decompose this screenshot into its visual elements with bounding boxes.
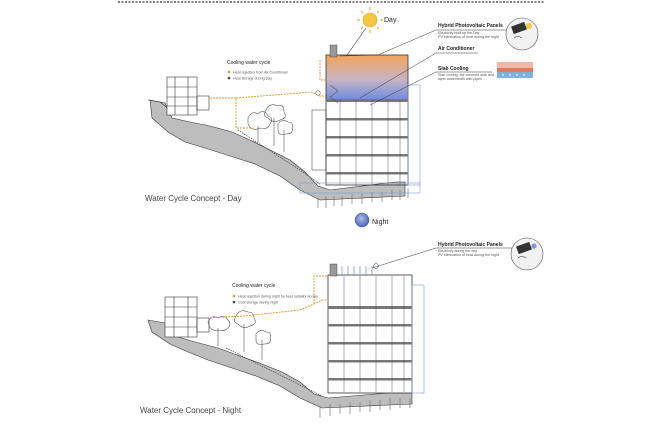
night-legend-dot-1 xyxy=(232,294,236,298)
day-callout-slab-title: Slab Cooling xyxy=(438,66,469,72)
day-callout-pv-sub1: Electricity built up the Day xyxy=(438,31,480,35)
night-callout-pv-sub2: PV elimination of heat during the night xyxy=(438,253,499,257)
day-legend-2: Heat storage during Day xyxy=(233,77,272,81)
night-small-house xyxy=(164,296,210,338)
night-leaders xyxy=(371,247,512,269)
night-section: Cooling water cycle Heat rejection durin… xyxy=(140,237,544,418)
night-storage-pipe xyxy=(225,347,323,397)
night-building xyxy=(327,263,425,394)
moon-icon xyxy=(354,212,370,228)
day-callout-slab-sub2: layer underneath with pipes xyxy=(438,77,482,81)
night-callout-pv-sub1: Electricity during the day xyxy=(438,249,477,253)
day-caption: Water Cycle Concept - Day xyxy=(145,194,242,203)
day-callout-slab-sub1: Slab cooling: the concrete slab and xyxy=(438,73,494,77)
night-caption: Water Cycle Concept - Night xyxy=(140,406,242,415)
night-piles xyxy=(319,398,411,418)
night-cooling-title: Cooling water cycle xyxy=(232,283,276,289)
night-pipe xyxy=(209,275,328,319)
moon-label: Night xyxy=(372,219,388,226)
day-storage-pipe xyxy=(237,129,321,185)
night-legend-2: Cool storage during night xyxy=(238,301,278,305)
night-pv-panel-icon xyxy=(510,237,544,271)
night-legend-dot-2 xyxy=(232,300,236,304)
day-slab-cooling-icon xyxy=(497,62,533,78)
sun-ray xyxy=(344,27,367,59)
sun-label: Day xyxy=(384,17,397,24)
day-building xyxy=(299,44,421,194)
day-callout-ac-title: Air Conditioner xyxy=(438,46,474,52)
day-trees xyxy=(247,104,293,152)
night-callout-pv-title: Hybrid Photovoltaic Panels xyxy=(438,242,503,248)
day-cooling-title: Cooling water cycle xyxy=(227,60,271,66)
night-legend-1: Heat rejection during night by heat radi… xyxy=(238,295,318,299)
day-pipe xyxy=(210,60,326,129)
day-pv-panel-icon xyxy=(505,17,539,51)
day-section: Day xyxy=(145,7,539,228)
sun-icon xyxy=(357,7,383,33)
day-ground-line xyxy=(147,99,171,111)
day-legend-dot-1 xyxy=(227,70,231,74)
day-small-house xyxy=(166,76,210,116)
day-legend-1: Heat rejection from Air Conditioner xyxy=(233,71,289,75)
day-callout-pv-sub2: PV elimination of heat during the night xyxy=(438,35,499,39)
day-legend-dot-2 xyxy=(227,76,231,80)
day-terrain xyxy=(149,99,406,201)
day-callout-pv-title: Hybrid Photovoltaic Panels xyxy=(438,23,503,29)
